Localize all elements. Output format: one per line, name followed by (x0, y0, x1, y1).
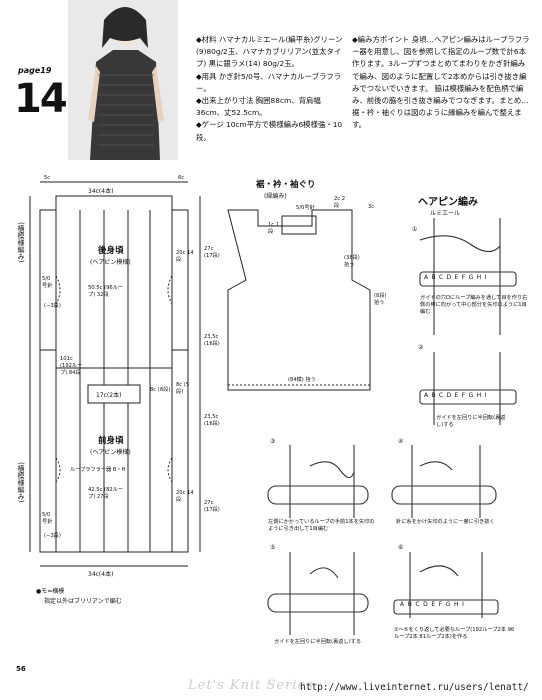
edging-c3: 3c (368, 204, 375, 210)
loopratio: ループラフラー器 B・H (70, 467, 126, 473)
letters-6: ABCDEFGHI (400, 601, 468, 608)
page-tag: page19 (18, 66, 52, 75)
r23-top: 23.5c (16段) (204, 334, 220, 347)
front-label: 前身頃 (98, 436, 124, 446)
loops-lower: 42.5c (82ループ) 27段 (88, 487, 124, 500)
r8: 8c (5段) (176, 382, 190, 395)
armhole-top: 20c 14段 (176, 250, 194, 263)
minus3-top: (−3段) (44, 303, 61, 309)
side-label-bottom: (横模様編み) (17, 462, 25, 503)
step6-note: ②〜⑤をくり返して必要なループ(192ループ2本 96ループ2本 81ループ2本… (394, 627, 515, 640)
step1-marker: ① (412, 226, 418, 233)
series-title: Let's Knit Series (188, 678, 314, 693)
hook-top: 5/0号針 (42, 276, 53, 289)
bottom-width: 34c(4本) (88, 571, 114, 578)
step6-marker: ⑥ (398, 544, 404, 551)
knitting-points-block: ◆編み方ポイント 身頃…ヘアピン編みはループラフラー器を用意し、図を参照して指定… (352, 34, 530, 132)
materials-gauge: ◆ゲージ 10cm平方で模様編み6模様強・10段。 (196, 120, 343, 142)
materials-tools: ◆用具 かぎ針5/0号、ハマナカルーブラフラー。 (196, 71, 342, 93)
top-width: 34c(4本) (88, 188, 114, 195)
side-c-right: 6c (178, 175, 185, 181)
letters-2: ABCDEFGHI (424, 392, 490, 399)
step5-marker: ⑤ (270, 544, 276, 551)
page-number: 56 (16, 665, 26, 673)
step1-note: ガイドの穴Dにループ編みを通して目を作り右側の棒に向かって中心部分を矢印のように… (420, 295, 528, 315)
step4-note: 針に糸をかけ矢印のように一度に引き抜く (396, 519, 495, 525)
materials-size: ◆出来上がり寸法 胸囲88cm、背肩幅36cm、丈52.5cm。 (196, 96, 321, 118)
step3-marker: ③ (270, 438, 276, 445)
hairpin-subtitle: ルミエール (430, 210, 461, 217)
hook-bottom: 5/0号針 (42, 512, 53, 525)
r27-bottom: 27c (17段) (204, 500, 220, 513)
edging-bottom: (84模) 拾う (288, 377, 316, 383)
knitting-points-text: ◆編み方ポイント 身頃…ヘアピン編みはループラフラー器を用意し、図を参照して指定… (352, 35, 530, 130)
front-sub: (ヘアピン模様) (90, 449, 131, 456)
r27-top: 27c (17段) (204, 246, 220, 259)
minus3-bottom: (−3段) (44, 533, 61, 539)
back-outline (39, 195, 189, 369)
legend: ●モ=横模 (36, 588, 65, 595)
edging-side2: (8段) 拾う (374, 293, 387, 306)
materials-yarn: ◆材料 ハマナカルミエール(編平糸)グリーン(9)80g/2玉、ハマナカブリリア… (196, 35, 343, 69)
materials-block: ◆材料 ハマナカルミエール(編平糸)グリーン(9)80g/2玉、ハマナカブリリア… (196, 34, 344, 144)
hairpin-illustrations (267, 218, 517, 635)
step2-marker: ② (418, 344, 424, 351)
back-sub: (ヘアピン模様) (90, 259, 131, 266)
source-url: http://www.liveinternet.ru/users/lenatt/ (300, 682, 529, 693)
edging-outline (227, 209, 371, 391)
legend2: 指定以外はブリリアンで編む (44, 598, 122, 605)
letters-1: ABCDEFGHI (424, 274, 490, 281)
back-label: 後身頃 (98, 246, 124, 256)
pattern-number: 14 (14, 76, 68, 122)
loops-upper: 50.5c (96ループ) 32段 (88, 285, 124, 298)
hairpin-title: ヘアピン編み (418, 197, 478, 208)
edging-c2: 2c 2段 (334, 196, 346, 209)
loops-center: 101c (192ループ) 84段 (60, 356, 83, 376)
edging-subtitle: (縁編み) (264, 193, 287, 200)
step4-marker: ④ (398, 438, 404, 445)
step3-note: 左側にかかっているループの手前1本を矢印のように引き出して1目編む (268, 519, 375, 532)
step5-note: ガイドを左回りに半回転(裏返し)する (274, 639, 362, 645)
neck-box-label2: 8c (8段) (150, 387, 171, 393)
side-c-left: 5c (44, 175, 51, 181)
edging-title: 裾・衿・袖ぐり (256, 180, 316, 190)
step2-note: ガイドを左回りに半回転(裏返し)する (436, 415, 506, 428)
model-photo (68, 0, 178, 160)
armhole-bottom: 20c 14段 (176, 490, 194, 503)
r23-bottom: 23.5c (16段) (204, 414, 220, 427)
edging-c1: 1c 1段 (268, 222, 280, 235)
edging-hook: 5/0号針 (296, 205, 315, 211)
side-label-top: (横模様編み) (17, 222, 25, 263)
edging-side: (38段) 拾う (344, 255, 360, 268)
neck-box-label: 17c(2本) (96, 392, 122, 399)
